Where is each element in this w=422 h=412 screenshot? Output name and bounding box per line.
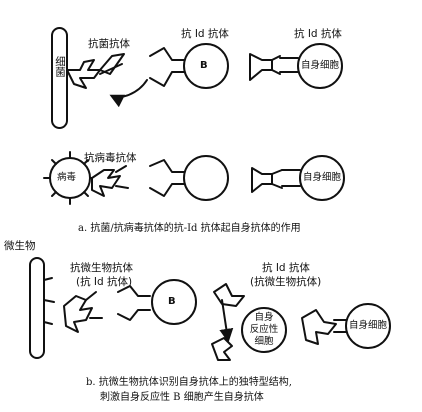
caption-a: a. 抗菌/抗病毒抗体的抗-Id 抗体起自身抗体的作用	[78, 222, 301, 236]
microbe-epitopes	[43, 277, 55, 325]
b-cell-a2	[183, 155, 229, 201]
virus-shape	[43, 151, 97, 205]
autoreactive-antibody-shape	[211, 337, 233, 361]
anti-id-antibody-b	[213, 283, 245, 307]
anti-id-antibody-a1	[249, 53, 281, 81]
caption-b-line-1: b. 抗微生物抗体识别自身抗体上的独特型结构,	[86, 376, 292, 390]
autoantibody-shape	[301, 309, 337, 345]
anti-id-antibody-label-1: 抗 Id 抗体	[181, 28, 229, 40]
antibacterial-antibody-shape	[66, 53, 125, 89]
antimicrobial-paren-label: (抗微生物抗体)	[250, 276, 322, 288]
caption-b-line-2: 刺激自身反应性 B 细胞产生自身抗体	[100, 392, 264, 403]
antiviral-antibody-label: 抗病毒抗体	[84, 152, 137, 164]
self-cell-label-a1: 自身细胞	[300, 60, 339, 71]
virus-label: 病毒	[57, 172, 77, 183]
microbe-label: 微生物	[4, 240, 36, 252]
autoreactive-b-cell	[241, 307, 287, 353]
antiviral-antibody-shape	[91, 165, 129, 197]
caption-b-prefix: b.	[86, 377, 96, 388]
arrow-a1	[109, 79, 148, 108]
anti-id-antibody-label-b: 抗 Id 抗体	[262, 262, 310, 274]
bacterium-shape	[51, 27, 68, 129]
self-cell-a1	[297, 43, 343, 89]
microbe-shape	[29, 257, 45, 359]
anti-id-antibody-label-2: 抗 Id 抗体	[294, 28, 342, 40]
caption-a-text: 抗菌/抗病毒抗体的抗-Id 抗体起自身抗体的作用	[90, 223, 301, 234]
anti-id-antibody-a2	[251, 167, 283, 193]
b-cell-letter-a1: B	[200, 60, 208, 71]
autoreactive-line-3: 细胞	[254, 336, 274, 347]
autoreactive-cell-label: 自身 反应性 细胞	[242, 312, 286, 348]
anti-id-paren-label: (抗 Id 抗体)	[76, 276, 133, 288]
self-cell-b	[345, 303, 391, 349]
b-cell-receptor-a1	[149, 47, 185, 87]
self-cell-a2	[299, 155, 345, 201]
autoreactive-line-1: 自身	[254, 312, 274, 323]
self-cell-label-a2: 自身细胞	[302, 172, 341, 183]
self-cell-label-b: 自身细胞	[348, 320, 387, 331]
b-cell-b	[151, 279, 197, 325]
b-cell-a1	[183, 43, 229, 89]
b-cell-receptor-a2	[149, 159, 185, 197]
bacteria-label: 细菌	[54, 56, 66, 77]
b-cell-letter-b: B	[168, 296, 176, 307]
antibacterial-antibody-label: 抗菌抗体	[88, 38, 130, 50]
antimicrobial-antibody-label: 抗微生物抗体	[70, 262, 133, 274]
arrow-b1	[219, 299, 234, 343]
caption-a-prefix: a.	[78, 223, 88, 234]
b-cell-receptor-b	[117, 285, 151, 321]
autoreactive-line-2: 反应性	[249, 324, 279, 335]
caption-b-text-1: 抗微生物抗体识别自身抗体上的独特型结构,	[98, 377, 292, 388]
antimicrobial-antibody-shape	[63, 291, 103, 333]
